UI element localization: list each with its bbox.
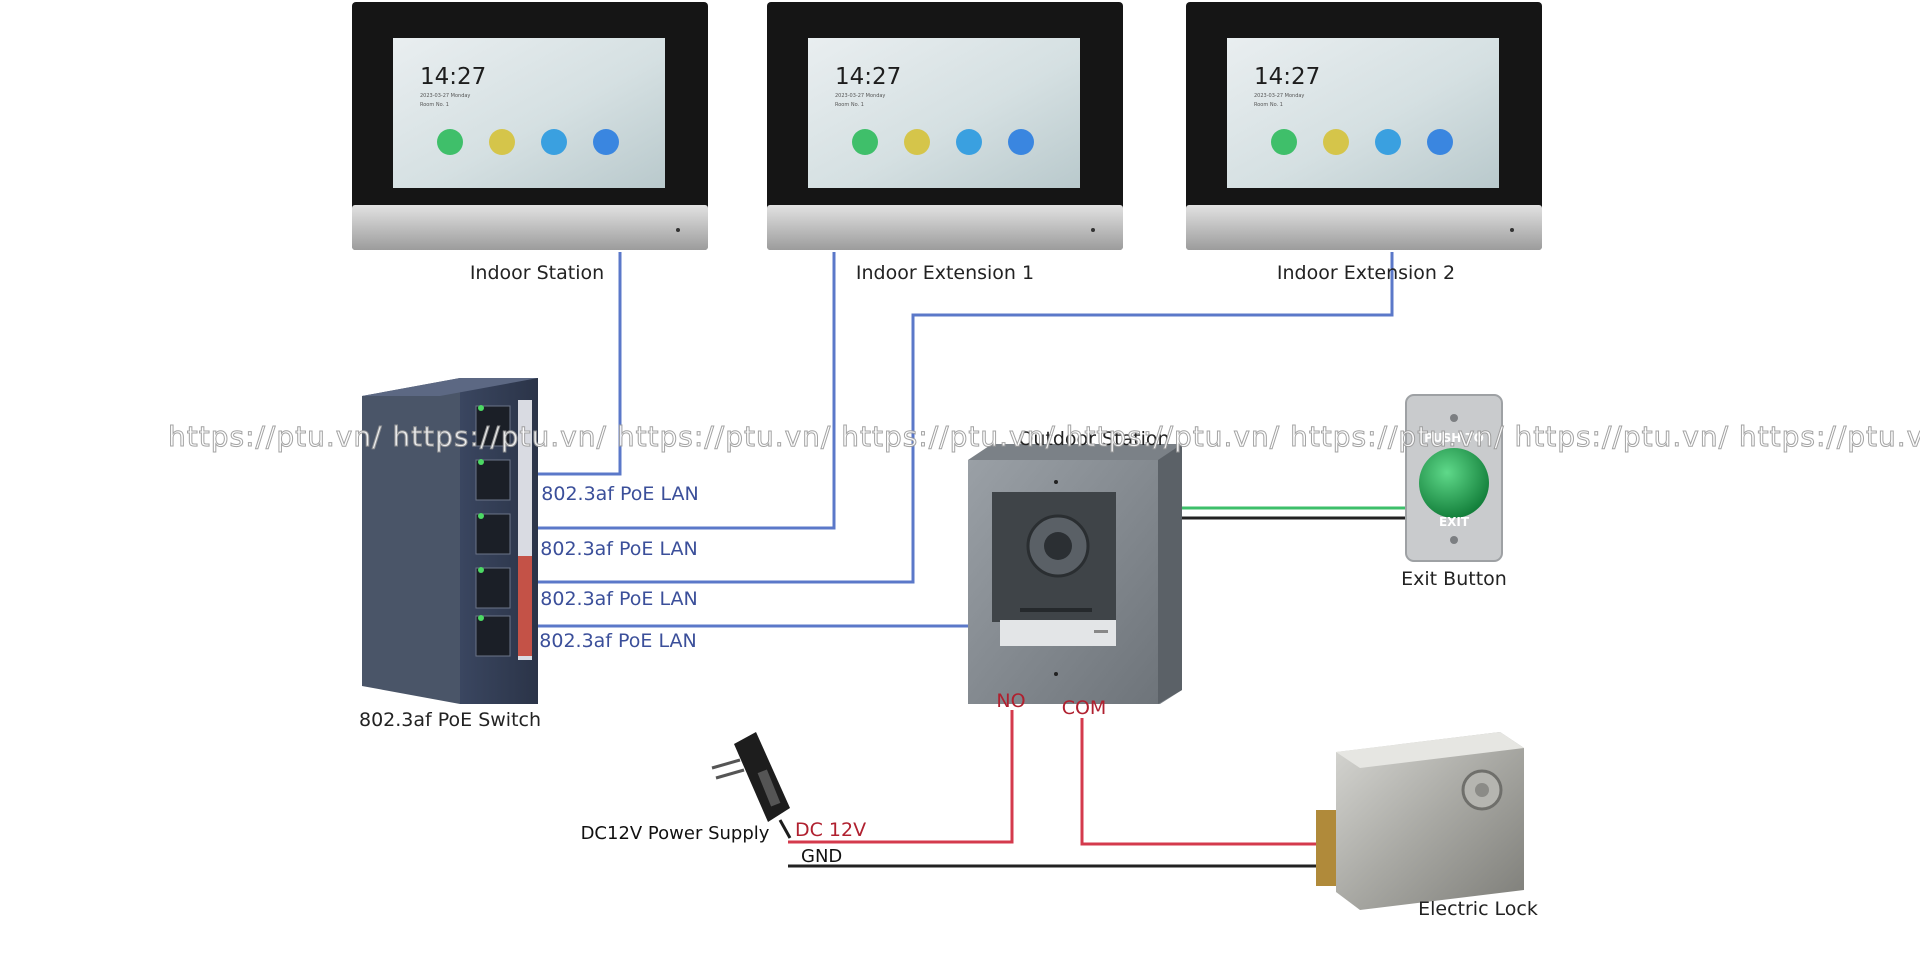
indoor-station-monitor: 14:27 2023-03-27 Monday Room No. 1 (352, 2, 708, 250)
settings-icon[interactable] (1008, 129, 1034, 155)
power-supply-icon (711, 732, 792, 839)
electric-lock (1316, 732, 1524, 910)
message-icon[interactable] (904, 129, 930, 155)
wire-no (788, 710, 1014, 844)
wire-indoor-extension-2 (492, 252, 1394, 584)
wire-indoor-extension-1 (492, 252, 836, 530)
camera-icon[interactable] (1375, 129, 1401, 155)
terminal-no-label: NO (996, 690, 1025, 712)
phone-icon[interactable] (1271, 129, 1297, 155)
screen-clock: 14:27 (835, 64, 901, 90)
switch-ports (475, 405, 511, 657)
screen-room: Room No. 1 (835, 102, 864, 108)
settings-icon[interactable] (1427, 129, 1453, 155)
phone-icon[interactable] (852, 129, 878, 155)
message-icon[interactable] (489, 129, 515, 155)
indoor-extension-1-label: Indoor Extension 1 (856, 262, 1034, 284)
dc-12v-label: DC 12V (795, 819, 866, 841)
screen-clock: 14:27 (420, 64, 486, 90)
camera-icon[interactable] (541, 129, 567, 155)
power-wires (788, 710, 1322, 868)
screen-date: 2023-03-27 Monday (835, 93, 885, 99)
screen-room: Room No. 1 (1254, 102, 1283, 108)
lan-label-1: 802.3af PoE LAN (541, 483, 698, 505)
phone-icon[interactable] (437, 129, 463, 155)
electric-lock-label: Electric Lock (1418, 898, 1538, 920)
outdoor-station (968, 444, 1182, 704)
power-supply-label: DC12V Power Supply (581, 823, 770, 844)
camera-icon[interactable] (956, 129, 982, 155)
indoor-station-label: Indoor Station (470, 262, 604, 284)
settings-icon[interactable] (593, 129, 619, 155)
watermark: https://ptu.vn/ https://ptu.vn/ https://… (168, 420, 1920, 453)
exit-wires (1180, 506, 1408, 520)
lan-label-3: 802.3af PoE LAN (540, 588, 697, 610)
indoor-extension-2-monitor: 14:27 2023-03-27 Monday Room No. 1 (1186, 2, 1542, 250)
lan-label-2: 802.3af PoE LAN (540, 538, 697, 560)
indoor-extension-1-monitor: 14:27 2023-03-27 Monday Room No. 1 (767, 2, 1123, 250)
indoor-extension-2-label: Indoor Extension 2 (1277, 262, 1455, 284)
wire-com (1080, 718, 1322, 846)
exit-button-bottom-text: EXIT (1439, 515, 1470, 529)
exit-button-label: Exit Button (1401, 568, 1507, 590)
screen-clock: 14:27 (1254, 64, 1320, 90)
screen-date: 2023-03-27 Monday (1254, 93, 1304, 99)
terminal-com-label: COM (1062, 697, 1107, 719)
lan-label-4: 802.3af PoE LAN (539, 630, 696, 652)
gnd-label: GND (801, 846, 842, 867)
poe-switch (362, 378, 538, 704)
screen-date: 2023-03-27 Monday (420, 93, 470, 99)
poe-switch-label: 802.3af PoE Switch (359, 709, 541, 731)
screen-room: Room No. 1 (420, 102, 449, 108)
message-icon[interactable] (1323, 129, 1349, 155)
exit-button[interactable]: PUSH TO EXIT (1405, 394, 1503, 562)
outdoor-station-label: Outdoor Station (1018, 428, 1169, 450)
exit-push-button[interactable] (1419, 448, 1489, 518)
exit-button-top-text: PUSH TO (1424, 431, 1484, 445)
